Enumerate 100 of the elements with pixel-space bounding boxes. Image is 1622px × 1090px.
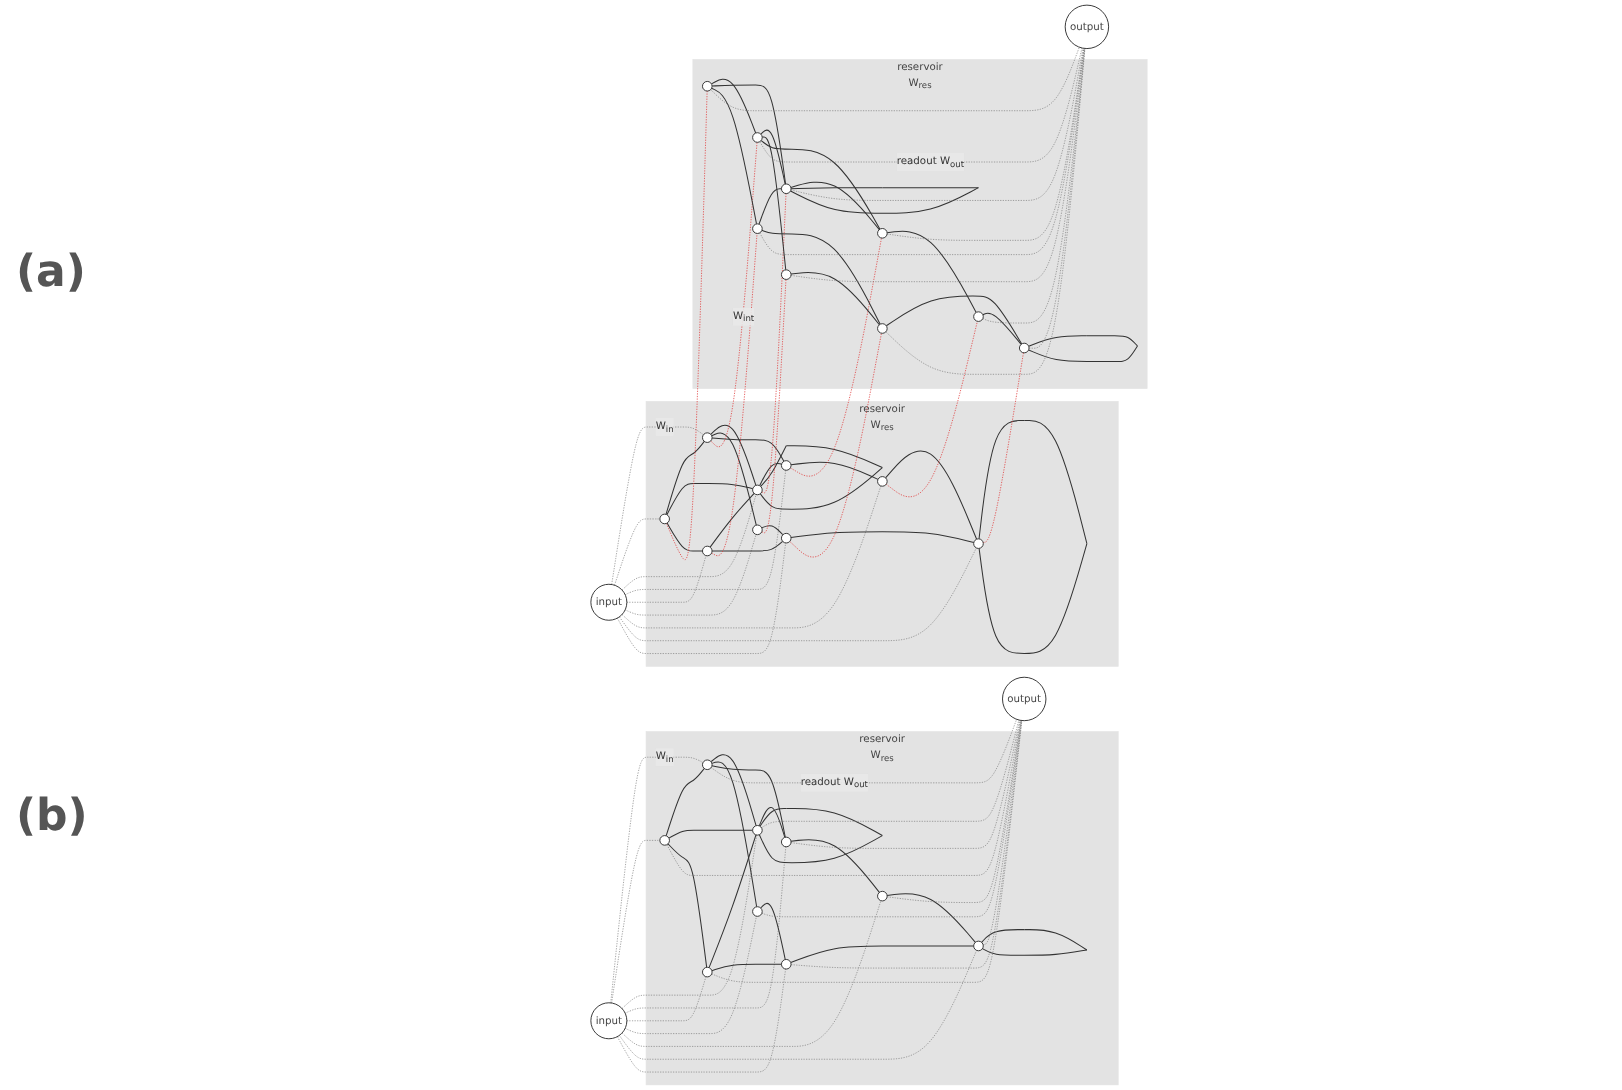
self-loop	[978, 543, 1088, 655]
connector	[666, 522, 703, 552]
connector	[982, 720, 1022, 946]
connector	[665, 440, 705, 515]
connector	[710, 424, 757, 486]
node-circle	[877, 323, 888, 334]
node-circle	[752, 484, 763, 496]
node-circle	[702, 759, 713, 771]
connector	[667, 843, 708, 968]
connector	[624, 534, 757, 616]
node-circle	[659, 513, 670, 525]
node-circle	[702, 432, 713, 443]
connector	[665, 768, 705, 837]
connector	[886, 893, 976, 943]
self-loop	[881, 187, 979, 189]
connector	[711, 437, 785, 462]
connector	[982, 48, 1085, 324]
connector	[885, 450, 978, 540]
self-loop	[982, 948, 1088, 956]
connector	[626, 976, 707, 1022]
connector	[668, 829, 754, 839]
node-circle	[780, 269, 792, 280]
self-loop	[759, 807, 787, 827]
node-circle	[877, 890, 888, 902]
self-loop	[759, 467, 883, 510]
connector	[885, 48, 1086, 375]
connector	[621, 900, 882, 1047]
connector	[982, 352, 1024, 543]
connector	[886, 720, 1022, 903]
connector	[790, 720, 1023, 969]
connector	[708, 834, 757, 969]
self-loop	[1023, 420, 1088, 545]
self-loop	[790, 187, 883, 190]
connector	[790, 531, 975, 543]
connector	[621, 494, 757, 591]
self-loop	[790, 187, 979, 214]
connector	[761, 279, 787, 534]
node-circle	[780, 532, 792, 544]
self-loop	[981, 929, 1025, 943]
connector	[710, 754, 757, 827]
connector	[711, 233, 758, 557]
connector	[711, 87, 757, 225]
connector	[1028, 48, 1086, 349]
connector	[761, 719, 1020, 829]
connector	[666, 483, 754, 516]
connector	[624, 469, 786, 595]
self-loop	[1028, 345, 1138, 362]
self-loop	[1028, 335, 1088, 347]
node-circle	[659, 835, 670, 846]
node-circle	[702, 80, 713, 92]
node-circle	[702, 545, 713, 557]
connector	[709, 492, 755, 548]
node-circle	[973, 311, 984, 322]
node-circle	[702, 966, 713, 978]
connector	[790, 945, 975, 964]
node-circle	[752, 223, 763, 234]
connector	[790, 461, 879, 480]
connector	[710, 141, 758, 448]
connector	[711, 540, 784, 552]
connector	[886, 230, 977, 313]
node-circle	[1018, 342, 1030, 354]
connector	[666, 90, 708, 561]
node-circle	[877, 228, 888, 239]
connector	[624, 915, 757, 1034]
connector	[710, 46, 1080, 112]
node-circle	[780, 460, 792, 471]
connector	[758, 806, 786, 838]
connector	[761, 720, 1022, 918]
connector	[760, 902, 786, 961]
connector	[711, 765, 786, 838]
connector	[760, 129, 786, 185]
connector	[790, 48, 1085, 282]
connector	[621, 834, 757, 1009]
connector	[790, 47, 1084, 201]
connector	[610, 756, 704, 1004]
self-loop	[785, 445, 883, 469]
connector	[761, 525, 784, 536]
connector	[790, 181, 880, 231]
node-circle	[752, 132, 763, 143]
connector	[760, 140, 881, 230]
self-loop	[1023, 929, 1088, 951]
node-circle	[752, 825, 763, 836]
node-circle	[973, 538, 984, 549]
connector	[611, 426, 704, 585]
node-circle	[752, 524, 763, 536]
connector	[619, 547, 977, 642]
connector	[790, 271, 880, 326]
connector	[617, 542, 786, 654]
connector	[790, 719, 1021, 849]
connector	[617, 968, 786, 1073]
connector	[711, 84, 787, 185]
panel-label: (a)	[16, 247, 88, 298]
connector	[626, 555, 707, 603]
connector	[761, 193, 787, 494]
connector	[711, 761, 758, 908]
node-circle	[780, 958, 792, 970]
connector	[789, 332, 882, 558]
connector	[790, 839, 880, 893]
connector	[711, 432, 757, 526]
connector	[758, 188, 782, 225]
